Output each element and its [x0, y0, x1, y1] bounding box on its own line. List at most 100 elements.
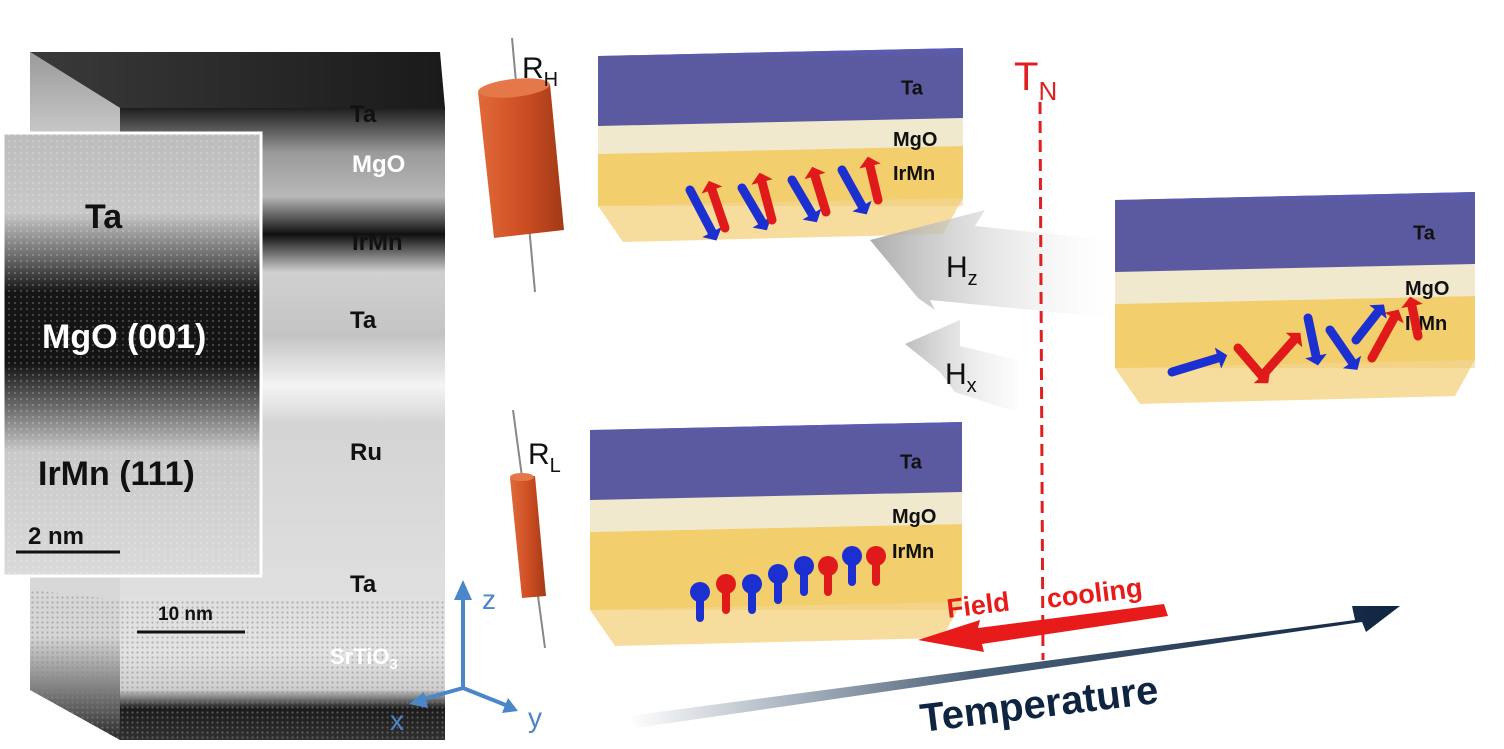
tem-layer-mgo: MgO: [352, 151, 405, 178]
neel-temperature-marker: TN: [1014, 55, 1057, 661]
disordered-irmn-bottom: [1115, 360, 1475, 404]
high-label-ta: Ta: [901, 78, 924, 100]
stack-high-spin-2-shaft: [737, 183, 767, 227]
disordered-label-ta: Ta: [1413, 223, 1436, 245]
high-irmn-bottom: [598, 198, 963, 242]
stack-low-spin-5-head: [818, 556, 838, 576]
z-axis-label: z: [482, 584, 496, 615]
stack-low-spin-4-head: [794, 556, 814, 576]
hrtem-inset: Ta MgO (001) IrMn (111) 2 nm: [1, 131, 263, 578]
x-axis-arrowhead: [409, 692, 428, 708]
hx-main: H: [945, 358, 967, 391]
stack-disordered-spin-0-head: [1214, 347, 1228, 369]
stack-high-spin-0-shaft: [685, 185, 717, 237]
field-cooling-word1: Field: [945, 586, 1011, 623]
disordered-ta-top: [1115, 192, 1475, 200]
hz-main: H: [946, 251, 968, 284]
tem-substrate-left-texture: [30, 590, 120, 740]
inset-lattice-texture: [3, 133, 261, 576]
high-mgo-layer: [598, 118, 963, 154]
stack-disordered-spin-7-head: [1401, 296, 1423, 309]
srtio-subscript: 3: [390, 656, 398, 673]
low-label-ta: Ta: [900, 452, 923, 474]
disordered-label-mgo: MgO: [1405, 278, 1449, 300]
stack-high-spin-2-head: [752, 216, 772, 231]
disordered-mgo-layer: [1115, 264, 1475, 304]
tem-layer-ta-middle: Ta: [350, 307, 377, 334]
inset-scale-label: 2 nm: [28, 523, 84, 550]
stack-disordered-spin-2-shaft: [1257, 335, 1299, 381]
low-irmn-bottom: [590, 602, 962, 646]
stack-disordered-spin-1-shaft: [1233, 343, 1267, 381]
low-mgo-layer: [590, 492, 962, 532]
hx-sub: x: [967, 375, 977, 397]
neel-label: TN: [1014, 55, 1057, 106]
stack-high-spin-7-shaft: [865, 161, 883, 205]
rl-sub: L: [550, 455, 561, 477]
disordered-ta-layer: [1115, 192, 1475, 272]
stack-high-spin-5-shaft: [810, 171, 831, 217]
stack-low-spin-0-head: [690, 582, 710, 602]
stack-disordered-spin-5-head: [1369, 304, 1387, 319]
hz-label: Hz: [946, 251, 978, 290]
hz-field-arrow: Hz: [870, 210, 1115, 318]
y-axis-arrowhead: [502, 698, 518, 713]
stack-high-spin-5-head: [804, 166, 826, 180]
resistor-high-label: RH: [522, 52, 558, 91]
low-ta-layer: [590, 422, 962, 500]
x-axis-label: x: [390, 705, 404, 736]
hz-sub: z: [968, 268, 978, 290]
rh-sub: H: [544, 69, 558, 91]
tem-substrate-texture: [120, 600, 445, 740]
y-axis-label: y: [528, 702, 542, 733]
coordinate-axes: [409, 580, 518, 713]
x-axis: [419, 686, 464, 702]
neel-sub: N: [1038, 76, 1057, 106]
srtio-label: SrTiO: [330, 644, 390, 669]
stack-disordered-spin-4-shaft: [1325, 325, 1357, 367]
stack-disordered-spin-3-head: [1305, 353, 1327, 366]
tem-layer-ru: Ru: [350, 439, 382, 466]
tem-layer-srtio3: SrTiO3: [330, 644, 398, 673]
temperature-arrow-shape: [628, 606, 1400, 728]
stack-disordered-spin-6-shaft: [1367, 313, 1399, 363]
stack-low-spin-2-head: [742, 574, 762, 594]
stack-disordered-spin-2-head: [1285, 332, 1303, 348]
inset-label-mgo: MgO (001): [42, 318, 206, 356]
stack-high-spin-0-head: [702, 226, 722, 241]
stack-high-spin-6-head: [852, 200, 872, 215]
rl-main: R: [528, 438, 550, 471]
stack-disordered-spin-0-shaft: [1167, 353, 1223, 377]
stack-low-spin-7-head: [866, 546, 886, 566]
resistor-low-body: [510, 476, 546, 598]
resistor-high-body: [478, 84, 564, 238]
tem-top-face: [30, 52, 445, 108]
low-label-irmn: IrMn: [892, 541, 934, 563]
high-ta-top: [598, 48, 963, 56]
resistor-high-cap: [478, 78, 550, 98]
high-label-irmn: IrMn: [893, 163, 935, 185]
tem-scale-label: 10 nm: [158, 604, 213, 625]
stack-high-spin-1-shaft: [707, 185, 730, 233]
neel-line: [1038, 101, 1045, 661]
stack-low-spin-1-head: [716, 574, 736, 594]
stack-high-spin-3-head: [751, 172, 773, 185]
resistor-low: RL: [510, 409, 561, 649]
rh-main: R: [522, 52, 544, 85]
stack-high-spin-6-shaft: [837, 165, 867, 211]
stack-disordered-spin-5-shaft: [1351, 307, 1383, 345]
tem-layer-irmn: IrMn: [352, 229, 403, 256]
hz-arrow-shape: [870, 210, 1115, 318]
stack-low-spin-6-head: [842, 546, 862, 566]
hx-field-arrow: Hx: [905, 320, 1018, 410]
resistor-low-cap: [510, 473, 534, 481]
stack-high-spin-3-shaft: [757, 177, 777, 225]
field-cooling-word2: cooling: [1045, 572, 1144, 613]
stack-high-spin-1-head: [701, 180, 723, 194]
stack-high-spin-4-head: [802, 208, 822, 223]
stack-disordered-spin-7-shaft: [1407, 301, 1423, 341]
resistor-low-label: RL: [528, 438, 561, 477]
